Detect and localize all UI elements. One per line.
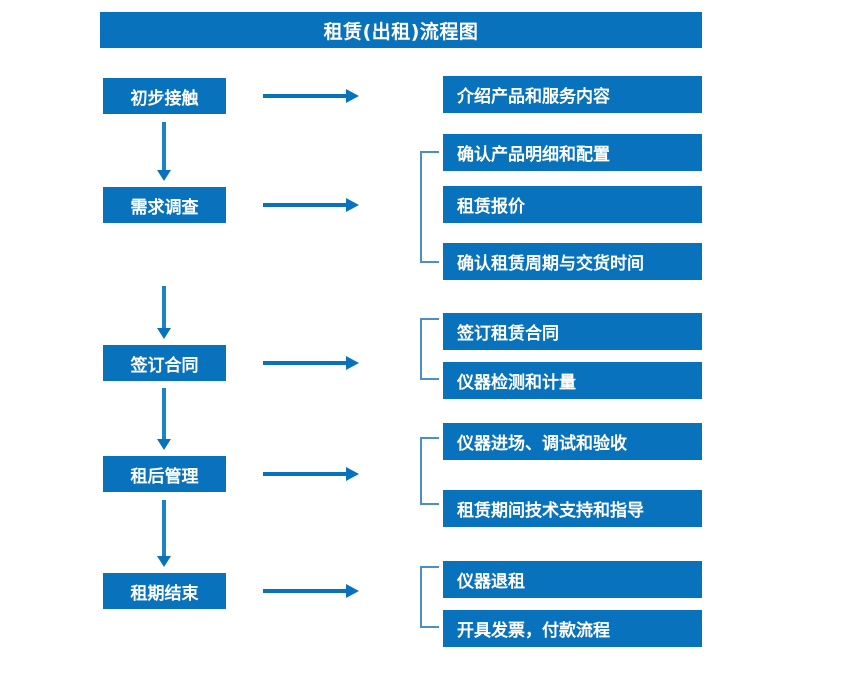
arrow-down-icon-survey-to-contract	[157, 286, 171, 339]
arrow-down-icon-contract-to-manage	[157, 388, 171, 450]
detail-box-invoice-payment[interactable]: 开具发票，付款流程	[443, 610, 702, 647]
arrow-head	[346, 89, 359, 103]
arrow-shaft	[263, 472, 347, 476]
arrow-shaft	[263, 589, 347, 593]
group-bracket-icon-post-rent-manage	[420, 437, 439, 505]
arrow-head	[157, 439, 171, 450]
page-title: 租赁(出租)流程图	[100, 12, 702, 48]
arrow-head	[157, 556, 171, 567]
stage-box-demand-survey[interactable]: 需求调查	[103, 187, 226, 223]
arrow-head	[346, 356, 359, 370]
arrow-head	[346, 467, 359, 481]
arrow-head	[346, 198, 359, 212]
arrow-shaft	[263, 94, 347, 98]
arrow-right-icon-post-rent-manage	[263, 467, 359, 481]
detail-box-confirm-period[interactable]: 确认租赁周期与交货时间	[443, 243, 702, 280]
detail-box-tech-support[interactable]: 租赁期间技术支持和指导	[443, 490, 702, 527]
detail-box-rental-quote[interactable]: 租赁报价	[443, 186, 702, 223]
stage-box-sign-contract[interactable]: 签订合同	[103, 345, 226, 381]
group-bracket-icon-demand-survey	[420, 151, 439, 263]
arrow-head	[346, 584, 359, 598]
arrow-head	[157, 170, 171, 181]
arrow-shaft	[162, 122, 166, 170]
detail-box-instrument-return[interactable]: 仪器退租	[443, 561, 702, 598]
detail-box-instrument-test[interactable]: 仪器检测和计量	[443, 362, 702, 399]
arrow-shaft	[263, 361, 347, 365]
arrow-head	[157, 328, 171, 339]
stage-box-post-rent-manage[interactable]: 租后管理	[103, 456, 226, 492]
arrow-shaft	[162, 286, 166, 328]
stage-box-lease-end[interactable]: 租期结束	[103, 573, 226, 609]
arrow-down-icon-contact-to-survey	[157, 122, 171, 181]
arrow-right-icon-demand-survey	[263, 198, 359, 212]
arrow-right-icon-sign-contract	[263, 356, 359, 370]
detail-box-confirm-spec[interactable]: 确认产品明细和配置	[443, 134, 702, 171]
detail-box-intro-products[interactable]: 介绍产品和服务内容	[443, 76, 702, 113]
arrow-shaft	[162, 500, 166, 556]
arrow-shaft	[162, 388, 166, 439]
arrow-down-icon-manage-to-end	[157, 500, 171, 567]
group-bracket-icon-lease-end	[420, 566, 439, 628]
detail-box-sign-rental-contract[interactable]: 签订租赁合同	[443, 313, 702, 350]
detail-box-instrument-entry[interactable]: 仪器进场、调试和验收	[443, 423, 702, 460]
arrow-shaft	[263, 203, 347, 207]
arrow-right-icon-initial-contact	[263, 89, 359, 103]
stage-box-initial-contact[interactable]: 初步接触	[103, 78, 226, 114]
arrow-right-icon-lease-end	[263, 584, 359, 598]
group-bracket-icon-sign-contract	[420, 318, 439, 380]
